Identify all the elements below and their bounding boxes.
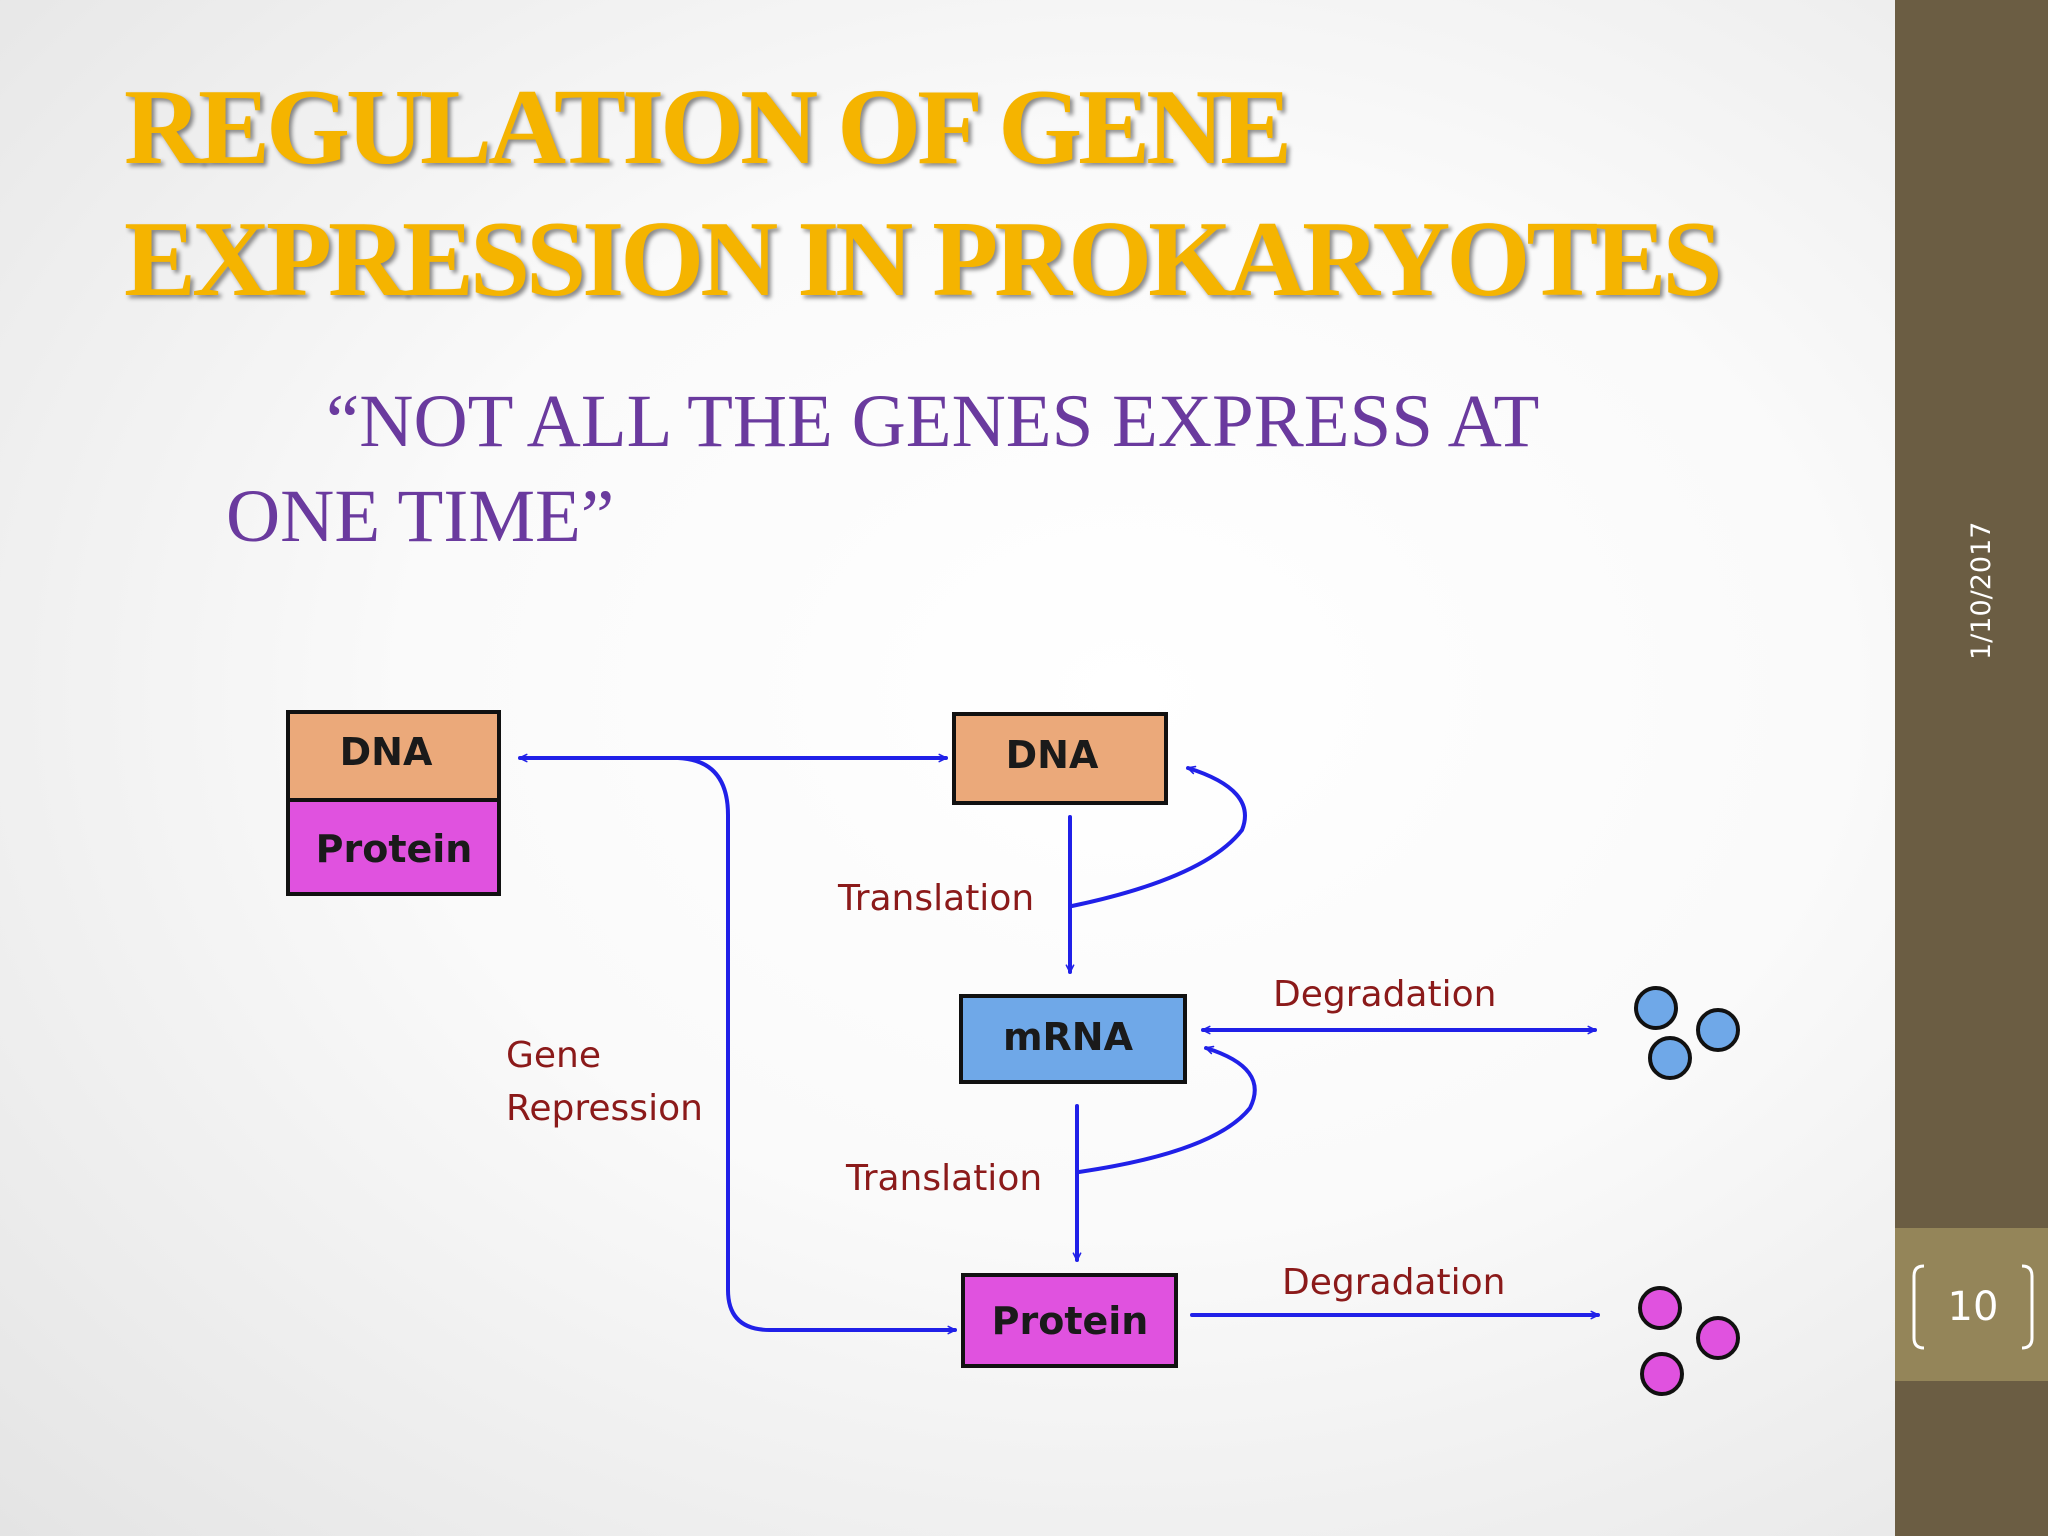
slide-title: REGULATION OF GENE EXPRESSION IN PROKARY… bbox=[124, 62, 1884, 326]
mrna-box bbox=[959, 994, 1187, 1084]
translation-label-2: Translation bbox=[845, 1158, 1042, 1199]
protein-fragments bbox=[1638, 1286, 1740, 1396]
page-number: 10 bbox=[1910, 1262, 2036, 1352]
slide-title-line-1: REGULATION OF GENE bbox=[124, 68, 1292, 187]
dna-feedback-arrow bbox=[1070, 765, 1247, 908]
page-number-text: 10 bbox=[1947, 1284, 1999, 1330]
protein-fragment-circle bbox=[1696, 1316, 1740, 1360]
left-dna-box bbox=[286, 710, 501, 802]
mrna-fragment-circle bbox=[1634, 986, 1678, 1030]
left-protein-box bbox=[286, 798, 501, 896]
dna-label: DNA bbox=[1006, 733, 1099, 777]
gene-repression-label-line-2: Repression bbox=[506, 1088, 703, 1129]
mrna-fragment-circle bbox=[1696, 1008, 1740, 1052]
gene-repression-label-line-1: Gene bbox=[506, 1035, 601, 1076]
slide-quote: “NOT ALL THE GENES EXPRESS AT ONE TIME” bbox=[226, 380, 1538, 558]
translation-label-1: Translation bbox=[837, 878, 1034, 919]
protein-box bbox=[961, 1273, 1178, 1368]
left-dna-protein-complex: DNA Protein bbox=[286, 710, 501, 896]
page-number-box bbox=[1895, 1228, 2048, 1381]
mrna-fragments bbox=[1634, 986, 1740, 1080]
protein-fragment-circle bbox=[1640, 1352, 1684, 1396]
degradation-label-2: Degradation bbox=[1282, 1262, 1505, 1303]
protein-node: Protein bbox=[961, 1273, 1178, 1368]
mrna-node: mRNA bbox=[959, 994, 1187, 1084]
page-number-brackets bbox=[1912, 1264, 2034, 1350]
mrna-feedback-arrow bbox=[1077, 1045, 1257, 1174]
left-dna-label: DNA bbox=[340, 730, 433, 774]
mrna-label: mRNA bbox=[1003, 1015, 1134, 1059]
dna-node: DNA bbox=[952, 712, 1168, 805]
mrna-fragment-circle bbox=[1648, 1036, 1692, 1080]
slide-title-line-2: EXPRESSION IN PROKARYOTES bbox=[124, 200, 1723, 319]
degradation-label-1: Degradation bbox=[1273, 974, 1496, 1015]
left-protein-label: Protein bbox=[316, 827, 473, 871]
protein-label: Protein bbox=[992, 1299, 1149, 1343]
protein-fragment-circle bbox=[1638, 1286, 1682, 1330]
gene-repression-arrow bbox=[676, 756, 957, 1335]
dna-box bbox=[952, 712, 1168, 805]
